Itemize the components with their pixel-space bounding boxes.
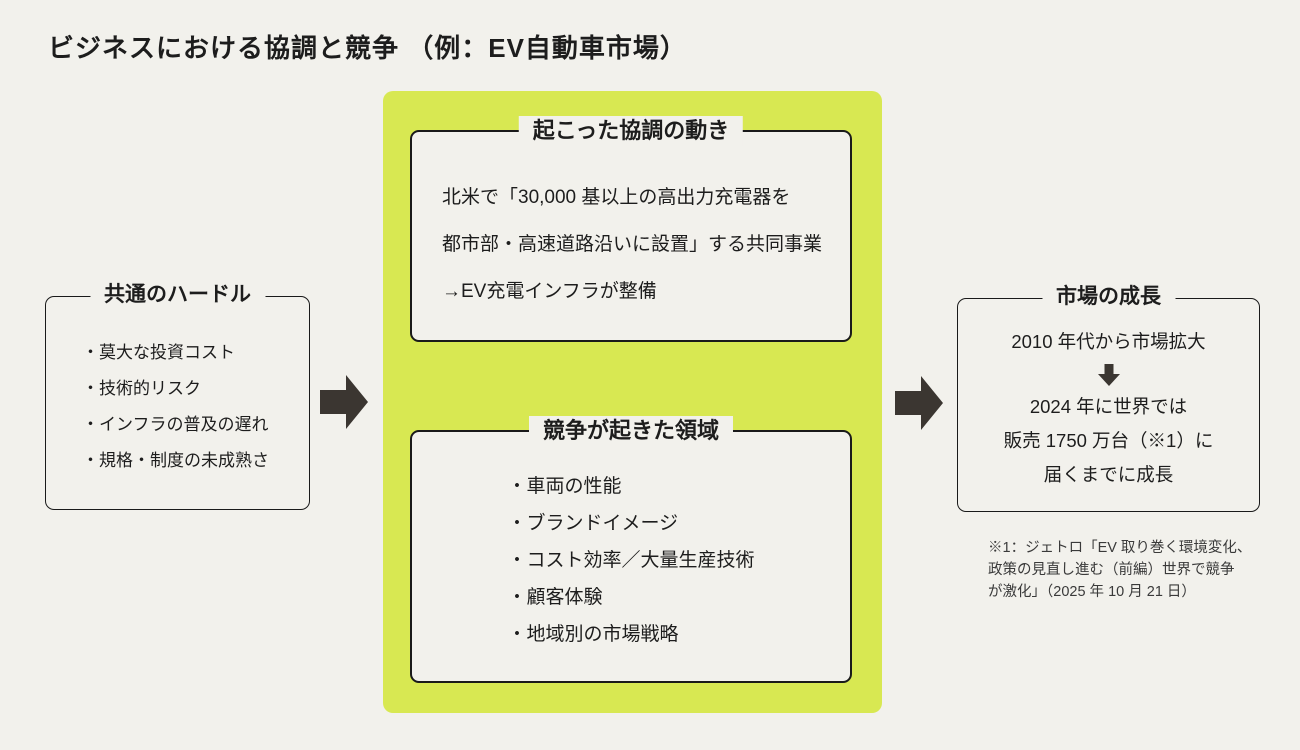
footnote-line: 政策の見直し進む（前編）世界で競争 xyxy=(988,562,1235,578)
list-item: ・ブランドイメージ xyxy=(507,513,679,534)
competition-box: 競争が起きた領域 ・車両の性能 ・ブランドイメージ ・コスト効率／大量生産技術 … xyxy=(410,416,852,683)
list-item: ・車両の性能 xyxy=(507,476,622,497)
cooperation-body: 北米で「30,000 基以上の高出力充電器を 都市部・高速道路沿いに設置」する共… xyxy=(412,132,850,315)
list-item: ・インフラの普及の遅れ xyxy=(82,415,269,434)
list-item: ・コスト効率／大量生産技術 xyxy=(507,550,755,571)
market-growth-body: 2010 年代から市場拡大 2024 年に世界では 販売 1750 万台（※1）… xyxy=(958,299,1259,492)
right-arrow-icon xyxy=(320,375,368,429)
common-hurdles-heading: 共通のハードル xyxy=(90,281,265,310)
growth-line: 届くまでに成長 xyxy=(1043,464,1174,485)
competition-list: ・車両の性能 ・ブランドイメージ ・コスト効率／大量生産技術 ・顧客体験 ・地域… xyxy=(507,432,754,653)
competition-heading: 競争が起きた領域 xyxy=(528,416,734,446)
footnote: ※1：ジェトロ「EV 取り巻く環境変化、 政策の見直し進む（前編）世界で競争 が… xyxy=(988,537,1251,603)
footnote-line: が激化」（2025 年 10 月 21 日） xyxy=(988,584,1196,600)
cooperation-line: 北米で「30,000 基以上の高出力充電器を xyxy=(442,187,791,208)
down-arrow-icon xyxy=(1097,364,1120,386)
list-item: ・技術的リスク xyxy=(82,379,201,398)
market-growth-heading: 市場の成長 xyxy=(1042,283,1175,312)
footnote-line: ※1：ジェトロ「EV 取り巻く環境変化、 xyxy=(988,540,1252,556)
common-hurdles-list: ・莫大な投資コスト ・技術的リスク ・インフラの普及の遅れ ・規格・制度の未成熟… xyxy=(46,297,309,479)
growth-line: 販売 1750 万台（※1）に xyxy=(1003,430,1214,451)
page-title: ビジネスにおける協調と競争 （例：EV自動車市場） xyxy=(48,33,687,63)
cooperation-box: 起こった協調の動き 北米で「30,000 基以上の高出力充電器を 都市部・高速道… xyxy=(410,116,852,342)
growth-line: 2010 年代から市場拡大 xyxy=(1011,331,1206,352)
list-item: ・地域別の市場戦略 xyxy=(507,624,679,645)
growth-line: 2024 年に世界では xyxy=(1029,396,1188,417)
list-item: ・莫大な投資コスト xyxy=(82,343,235,362)
common-hurdles-box: 共通のハードル ・莫大な投資コスト ・技術的リスク ・インフラの普及の遅れ ・規… xyxy=(45,281,310,510)
list-item: ・規格・制度の未成熟さ xyxy=(82,451,269,470)
cooperation-line: →EV充電インフラが整備 xyxy=(442,281,657,302)
list-item: ・顧客体験 xyxy=(507,587,603,608)
right-arrow-icon xyxy=(895,376,943,430)
market-growth-box: 市場の成長 2010 年代から市場拡大 2024 年に世界では 販売 1750 … xyxy=(957,283,1260,512)
cooperation-heading: 起こった協調の動き xyxy=(518,116,744,146)
cooperation-line: 都市部・高速道路沿いに設置」する共同事業 xyxy=(442,234,823,255)
